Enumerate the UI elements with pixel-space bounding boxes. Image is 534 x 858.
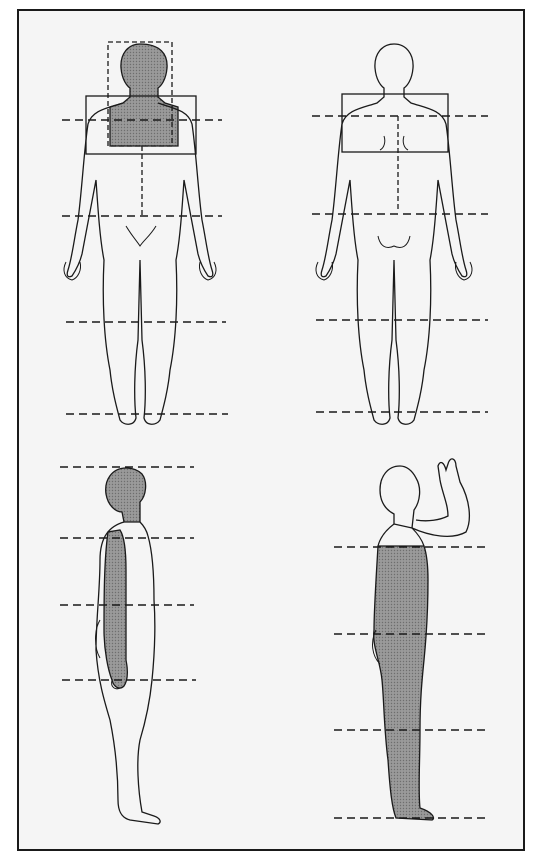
side-shaded-arm-icon xyxy=(104,530,127,688)
